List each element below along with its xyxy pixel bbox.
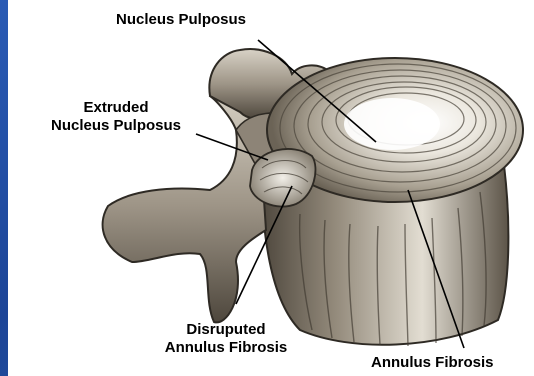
label-extruded-line1: Extruded	[16, 99, 216, 117]
label-extruded-nucleus: Extruded Nucleus Pulposus	[16, 99, 216, 135]
label-disrupted-line1: Disruputed	[146, 321, 306, 339]
nucleus-pulposus-region	[344, 98, 440, 150]
label-disrupted-line2: Annulus Fibrosis	[146, 339, 306, 357]
label-disrupted-annulus: Disruputed Annulus Fibrosis	[146, 321, 306, 357]
label-annulus-fibrosis: Annulus Fibrosis	[371, 354, 494, 372]
label-nucleus-pulposus: Nucleus Pulposus	[116, 11, 246, 29]
label-extruded-line2: Nucleus Pulposus	[16, 117, 216, 135]
